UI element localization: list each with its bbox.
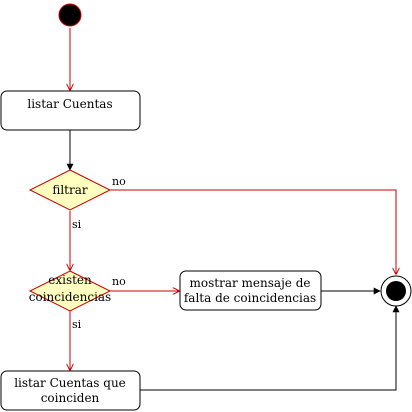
edge-label-filtrar-no: no — [112, 175, 126, 188]
edge-label-existen-si: si — [72, 318, 82, 331]
decision-existen-label-line2: coincidencias — [29, 290, 111, 304]
edge-listar-coinciden-to-end — [140, 305, 400, 391]
action-mostrar-label-line1: mostrar mensaje de — [190, 276, 311, 290]
decision-existen-coincidencias — [28, 270, 112, 312]
action-listar-coinciden-label-line1: listar Cuentas que — [14, 376, 126, 390]
decision-filtrar — [28, 169, 112, 211]
action-mostrar-label-line2: falta de coincidencias — [184, 291, 316, 305]
action-mostrar-mensaje — [179, 270, 322, 311]
action-listar-coinciden-label-line2: coinciden — [41, 391, 100, 405]
initial-node — [58, 3, 82, 27]
action-listar-cuentas — [0, 90, 141, 131]
edge-filtrar-no-to-end — [110, 189, 396, 274]
action-listar-cuentas-label: listar Cuentas — [27, 97, 112, 111]
edge-label-filtrar-si: si — [72, 218, 82, 231]
final-node-dot — [386, 281, 406, 301]
edge-label-existen-no: no — [112, 275, 126, 288]
action-listar-coinciden — [0, 370, 141, 411]
decision-filtrar-label: filtrar — [52, 183, 88, 197]
decision-existen-label-line1: existen — [48, 273, 92, 287]
